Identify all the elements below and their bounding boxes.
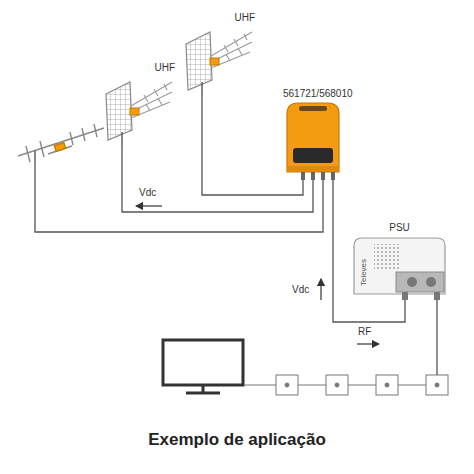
signal-label: RF	[356, 326, 373, 338]
node-shape	[180, 24, 255, 96]
cable-connector	[122, 146, 313, 212]
uhf-antenna-drawing	[180, 24, 255, 96]
node-shape: Televes	[352, 234, 447, 300]
caption: Exemplo de aplicação	[0, 430, 474, 450]
amplifier-body	[283, 100, 343, 180]
uhf-antenna-drawing	[100, 74, 175, 146]
tv-set	[163, 340, 243, 393]
rf-arrow	[357, 343, 379, 344]
distribution-cable	[436, 300, 437, 375]
uhf-antenna: UHF	[100, 62, 175, 146]
amplifier-box: 561721/568010	[283, 88, 353, 180]
vdc-arrow	[136, 205, 162, 206]
power-supply: PSU Televes	[352, 222, 447, 300]
brand-text: Televes	[359, 258, 368, 288]
node-heading: PSU	[352, 222, 447, 234]
node-heading: UHF	[100, 62, 175, 74]
node-shape	[100, 74, 175, 146]
uhf-antenna: UHF	[180, 12, 255, 96]
yagi-antenna	[18, 124, 104, 162]
node-heading: UHF	[180, 12, 255, 24]
node-heading: 561721/568010	[283, 88, 353, 100]
wall-outlets	[244, 375, 448, 395]
voltage-label: Vdc	[290, 284, 311, 296]
node-shape	[283, 100, 343, 180]
vdc-arrow	[320, 279, 321, 300]
voltage-label: Vdc	[137, 187, 158, 199]
antenna-cable	[35, 162, 323, 232]
